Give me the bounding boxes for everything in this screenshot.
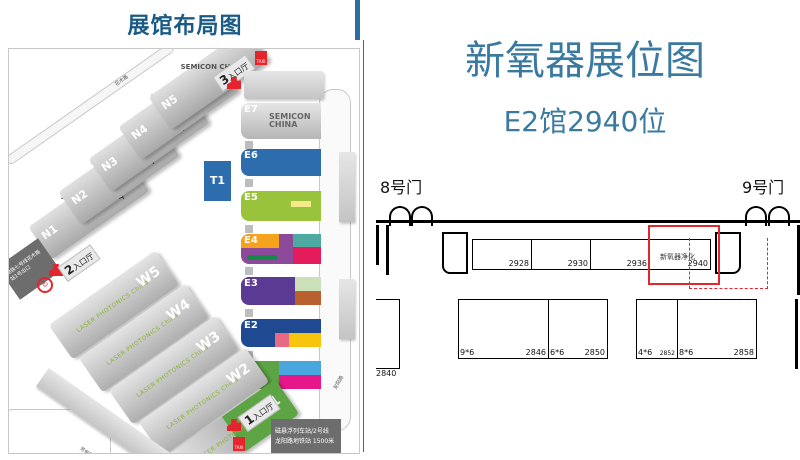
booth-2850[interactable]: 6*6 2850	[548, 299, 608, 359]
booth-2852[interactable]: 4*6 2852	[636, 299, 678, 359]
hall-brand: SEMICON CHINA	[269, 112, 311, 129]
booth-size: 9*6	[460, 348, 475, 357]
booth-number: 2846	[525, 348, 546, 357]
connector	[245, 179, 253, 187]
booth-block	[291, 201, 311, 207]
pillar-left	[442, 232, 468, 274]
building-parking-east	[339, 152, 355, 222]
venue-map: 花木路 龙阳路 N1 SEMICON CHINA N2 SEMICON CHIN…	[8, 48, 360, 454]
booth-number: 2930	[567, 259, 588, 268]
booth-map-title: 新氧器展位图	[465, 38, 705, 84]
hall-label: E2	[244, 320, 258, 331]
door-8a-icon[interactable]	[389, 206, 411, 226]
booth-block	[293, 247, 321, 264]
gate-9-label: 9号门	[742, 178, 785, 197]
booth-block	[247, 255, 277, 260]
booth-size: 6*6	[550, 348, 565, 357]
door-8b-icon[interactable]	[411, 206, 433, 226]
booth-block	[279, 361, 321, 375]
booth-block	[279, 375, 321, 389]
hall-label: N4	[129, 122, 151, 143]
booth-block	[293, 234, 321, 247]
booth-2928[interactable]: 2928	[472, 239, 532, 270]
hall-e2[interactable]: E2	[241, 319, 321, 347]
route-dashed-line	[689, 238, 768, 289]
hall-e3[interactable]: E3	[241, 277, 321, 305]
wall-top	[376, 220, 800, 223]
booth-2846[interactable]: 9*6 2846	[458, 299, 549, 359]
booth-number: 2928	[508, 259, 529, 268]
maglev-info-box: 磁悬浮列车站/2号线 龙阳路地铁站 1500米	[271, 419, 341, 453]
booth-number: 2858	[733, 348, 754, 357]
gate-8-label: 8号门	[380, 178, 423, 197]
maglev-line-2: 龙阳路地铁站 1500米	[275, 438, 335, 445]
hall-e6[interactable]: E6	[241, 149, 321, 176]
wall-left-2	[386, 225, 389, 275]
booth-block	[295, 277, 321, 291]
hall-label: E7	[244, 104, 258, 115]
booth-number: 2936	[626, 259, 647, 268]
booth-block	[275, 333, 289, 347]
booth-size: 4*6	[638, 348, 653, 357]
accent-bar	[355, 0, 360, 40]
booth-size: 8*6	[679, 348, 694, 357]
hall-label: N1	[39, 222, 61, 243]
entrance-label: 入口厅	[71, 251, 96, 273]
wall-left	[376, 225, 379, 265]
hall-e4[interactable]: E4	[241, 234, 321, 264]
booth-number: 2940	[687, 259, 708, 268]
wall-right-lower	[795, 299, 798, 369]
booth-block	[295, 291, 321, 305]
booth-2930[interactable]: 2930	[531, 239, 591, 270]
hall-label: E5	[244, 192, 258, 203]
taxi-icon: TAXI	[255, 51, 267, 65]
booth-location-subtitle: E2馆2940位	[503, 105, 667, 138]
hall-label: N2	[69, 187, 91, 208]
booth-2858[interactable]: 8*6 2858	[677, 299, 757, 359]
booth-block	[289, 333, 321, 347]
hall-t1[interactable]: T1	[204, 161, 231, 201]
booth-2936[interactable]: 2936	[590, 239, 650, 270]
door-9a-icon[interactable]	[745, 206, 767, 226]
hall-label: N5	[159, 92, 181, 113]
metro-icon: ↻	[37, 277, 53, 293]
door-9b-icon[interactable]	[768, 206, 790, 226]
hall-label: E4	[244, 235, 258, 246]
booth-2940[interactable]: 新氧器净化 2940	[649, 239, 711, 270]
panel-divider	[363, 40, 364, 452]
target-booth-highlight	[648, 225, 720, 285]
hall-e7[interactable]: E7 SEMICON CHINA	[241, 103, 321, 139]
booth-number: 2852	[659, 350, 675, 357]
hall-label: E6	[244, 150, 258, 161]
connector	[245, 141, 253, 149]
hall-layout-title: 展馆布局图	[127, 14, 243, 39]
building-parking-east-2	[339, 279, 355, 339]
booth-number: 2850	[584, 348, 605, 357]
building-parking-north	[244, 71, 324, 99]
pillar-right	[715, 232, 741, 274]
maglev-line-1: 磁悬浮列车站/2号线	[275, 428, 329, 435]
connector	[245, 225, 253, 233]
hall-label: E3	[244, 278, 258, 289]
taxi-icon: TAXI	[233, 437, 245, 451]
exhibitor-name: 新氧器净化	[660, 253, 695, 261]
hall-label: N3	[99, 154, 121, 175]
connector	[245, 309, 253, 317]
hall-e5[interactable]: E5	[241, 191, 321, 221]
booth-number: 2840	[376, 369, 397, 378]
connector	[245, 267, 253, 275]
booth-block	[241, 234, 279, 248]
wall-right	[797, 225, 800, 295]
booth-2840[interactable]: 2840	[376, 299, 400, 378]
